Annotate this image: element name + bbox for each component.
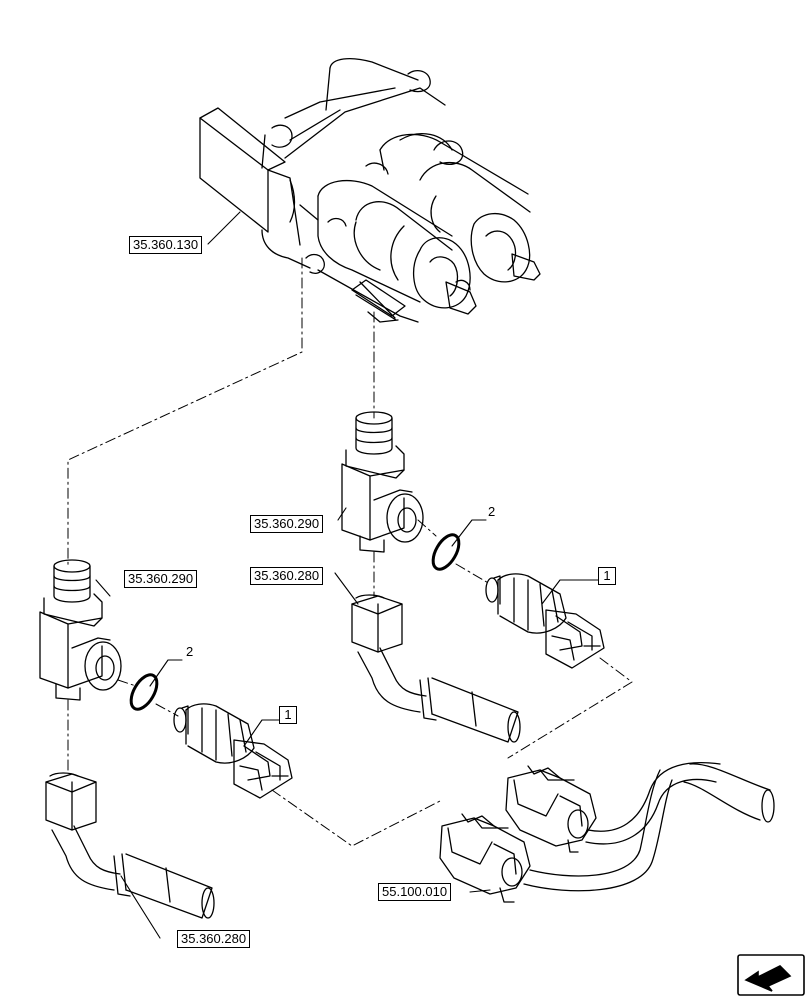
item-number-oring-lower: 2: [186, 644, 194, 659]
wiring-harness-connectors: [439, 762, 775, 903]
lower-o-ring: [129, 673, 159, 711]
ref-label-fitting-upper[interactable]: 35.360.290: [250, 515, 324, 533]
ref-label-solenoid-valve[interactable]: 35.360.130: [129, 236, 203, 254]
ref-label-union-upper[interactable]: 35.360.280: [250, 567, 324, 585]
upper-pressure-switch: [485, 573, 605, 669]
upper-union-elbow: [351, 594, 521, 743]
item-number-oring-upper: 2: [488, 504, 496, 519]
ref-label-union-lower[interactable]: 35.360.280: [177, 930, 251, 948]
ref-label-fitting-lower[interactable]: 35.360.290: [124, 570, 198, 588]
lower-tee-fitting: [39, 559, 122, 701]
previous-page-arrow-icon: [737, 954, 805, 996]
lower-union-elbow: [45, 772, 215, 919]
upper-o-ring: [431, 533, 461, 571]
lower-pressure-switch: [173, 703, 293, 799]
upper-tee-fitting: [341, 411, 424, 553]
solenoid-valve-assembly: [199, 57, 541, 323]
ref-label-harness[interactable]: 55.100.010: [378, 883, 452, 901]
item-number-switch-lower[interactable]: 1: [279, 706, 297, 724]
item-number-switch-upper[interactable]: 1: [598, 567, 616, 585]
